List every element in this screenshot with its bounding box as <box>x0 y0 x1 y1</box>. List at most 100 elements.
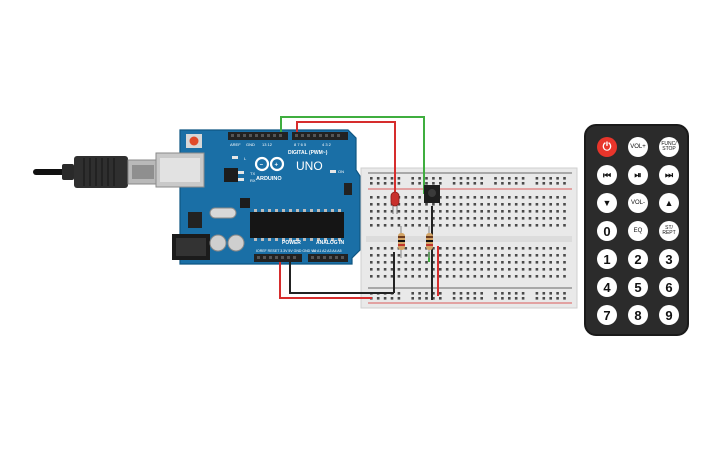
breadboard-hole[interactable] <box>370 196 373 199</box>
breadboard-hole[interactable] <box>494 210 497 213</box>
breadboard-hole[interactable] <box>487 261 490 264</box>
breadboard-hole[interactable] <box>473 254 477 257</box>
breadboard-hole[interactable] <box>411 177 414 180</box>
breadboard-hole[interactable] <box>494 224 497 227</box>
breadboard-hole[interactable] <box>376 275 380 278</box>
breadboard-hole[interactable] <box>473 268 477 271</box>
breadboard-hole[interactable] <box>459 254 463 257</box>
breadboard-hole[interactable] <box>494 297 497 300</box>
breadboard-hole[interactable] <box>397 210 401 213</box>
breadboard-hole[interactable] <box>549 261 552 264</box>
breadboard-hole[interactable] <box>418 275 421 278</box>
breadboard-hole[interactable] <box>487 210 490 213</box>
breadboard-hole[interactable] <box>508 261 511 264</box>
breadboard-hole[interactable] <box>445 261 449 264</box>
breadboard-hole[interactable] <box>390 247 394 250</box>
breadboard-hole[interactable] <box>425 297 428 300</box>
breadboard-hole[interactable] <box>535 261 539 264</box>
breadboard-hole[interactable] <box>487 196 490 199</box>
breadboard-hole[interactable] <box>439 177 442 180</box>
breadboard-hole[interactable] <box>397 217 401 220</box>
breadboard-hole[interactable] <box>411 210 414 213</box>
breadboard-hole[interactable] <box>432 261 435 264</box>
breadboard-hole[interactable] <box>432 177 435 180</box>
breadboard-hole[interactable] <box>514 217 518 220</box>
breadboard-hole[interactable] <box>459 261 463 264</box>
resistor-1[interactable] <box>398 226 405 258</box>
breadboard-hole[interactable] <box>459 275 463 278</box>
breadboard-hole[interactable] <box>473 210 477 213</box>
breadboard-hole[interactable] <box>383 254 387 257</box>
remote-button-three[interactable]: 3 <box>659 249 679 269</box>
breadboard-hole[interactable] <box>501 217 504 220</box>
breadboard-hole[interactable] <box>376 224 380 227</box>
breadboard-hole[interactable] <box>439 268 442 271</box>
breadboard-hole[interactable] <box>466 182 470 185</box>
breadboard-hole[interactable] <box>452 217 456 220</box>
breadboard-hole[interactable] <box>480 254 483 257</box>
breadboard-hole[interactable] <box>411 297 414 300</box>
breadboard-hole[interactable] <box>528 261 532 264</box>
breadboard-hole[interactable] <box>501 247 504 250</box>
breadboard-hole[interactable] <box>439 217 442 220</box>
breadboard-hole[interactable] <box>383 177 387 180</box>
breadboard-hole[interactable] <box>535 196 539 199</box>
breadboard-hole[interactable] <box>521 203 525 206</box>
breadboard-hole[interactable] <box>459 297 463 300</box>
breadboard-hole[interactable] <box>404 275 408 278</box>
breadboard-hole[interactable] <box>370 210 373 213</box>
breadboard-hole[interactable] <box>404 268 408 271</box>
breadboard-hole[interactable] <box>473 196 477 199</box>
breadboard-hole[interactable] <box>376 210 380 213</box>
breadboard-hole[interactable] <box>390 275 394 278</box>
breadboard-hole[interactable] <box>466 261 470 264</box>
remote-button-func-stop[interactable]: FUNC/ STOP <box>659 137 679 157</box>
breadboard-hole[interactable] <box>418 224 421 227</box>
breadboard-hole[interactable] <box>404 196 408 199</box>
breadboard-hole[interactable] <box>528 210 532 213</box>
breadboard-hole[interactable] <box>425 254 428 257</box>
breadboard-hole[interactable] <box>542 254 546 257</box>
breadboard-hole[interactable] <box>411 268 414 271</box>
breadboard-hole[interactable] <box>432 203 435 206</box>
breadboard-hole[interactable] <box>418 196 421 199</box>
breadboard-hole[interactable] <box>383 217 387 220</box>
breadboard-hole[interactable] <box>376 182 380 185</box>
breadboard-hole[interactable] <box>480 297 483 300</box>
breadboard-hole[interactable] <box>549 224 552 227</box>
breadboard-hole[interactable] <box>376 177 380 180</box>
breadboard-hole[interactable] <box>521 224 525 227</box>
breadboard-hole[interactable] <box>418 292 421 295</box>
breadboard-hole[interactable] <box>480 177 483 180</box>
breadboard-hole[interactable] <box>397 182 401 185</box>
breadboard-hole[interactable] <box>404 210 408 213</box>
breadboard-hole[interactable] <box>397 261 401 264</box>
breadboard-hole[interactable] <box>411 196 414 199</box>
breadboard-hole[interactable] <box>439 275 442 278</box>
breadboard-hole[interactable] <box>508 247 511 250</box>
breadboard-hole[interactable] <box>425 268 428 271</box>
breadboard-hole[interactable] <box>411 292 414 295</box>
breadboard-hole[interactable] <box>480 203 483 206</box>
breadboard-hole[interactable] <box>466 203 470 206</box>
breadboard-hole[interactable] <box>425 210 428 213</box>
breadboard-hole[interactable] <box>370 275 373 278</box>
breadboard-hole[interactable] <box>563 297 566 300</box>
breadboard-hole[interactable] <box>452 210 456 213</box>
breadboard-hole[interactable] <box>487 224 490 227</box>
breadboard-hole[interactable] <box>508 203 511 206</box>
breadboard-hole[interactable] <box>556 224 559 227</box>
breadboard-hole[interactable] <box>508 268 511 271</box>
breadboard-hole[interactable] <box>383 268 387 271</box>
breadboard-hole[interactable] <box>383 196 387 199</box>
breadboard-hole[interactable] <box>404 261 408 264</box>
breadboard-hole[interactable] <box>459 177 463 180</box>
breadboard-hole[interactable] <box>459 203 463 206</box>
breadboard-hole[interactable] <box>459 247 463 250</box>
breadboard-hole[interactable] <box>501 292 504 295</box>
breadboard-hole[interactable] <box>487 203 490 206</box>
breadboard-hole[interactable] <box>404 203 408 206</box>
breadboard-hole[interactable] <box>563 254 566 257</box>
